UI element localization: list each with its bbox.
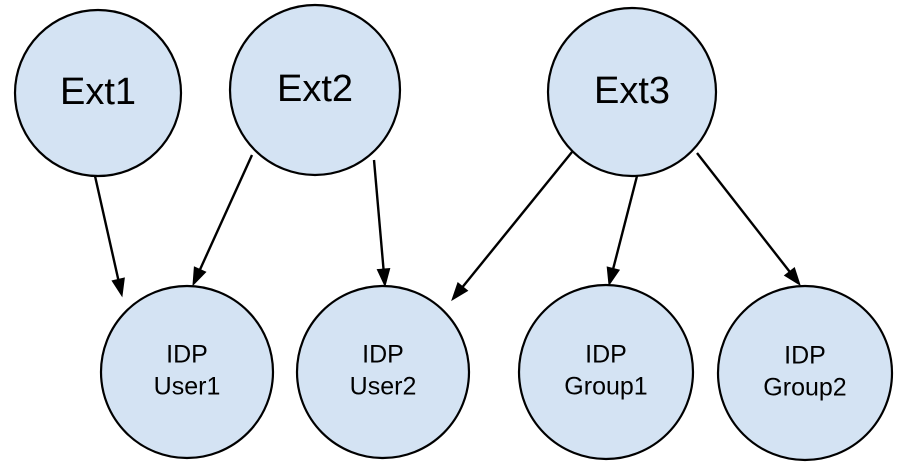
edge-ext2-to-user2 <box>372 159 391 288</box>
edge-line <box>198 154 254 272</box>
arrowhead-icon <box>451 282 469 302</box>
arrowhead-icon <box>376 267 391 288</box>
node-ext3[interactable]: Ext3 <box>546 6 718 178</box>
node-shape-circle[interactable] <box>99 284 275 460</box>
arrowhead-icon <box>192 266 207 287</box>
edges-layer <box>93 151 801 302</box>
node-ext2[interactable]: Ext2 <box>228 3 402 177</box>
edge-ext1-to-user1 <box>93 175 125 298</box>
edge-line <box>611 175 639 271</box>
edge-ext3-to-group2 <box>696 152 801 287</box>
edge-ext3-to-user2 <box>451 151 573 302</box>
edge-line <box>460 151 573 289</box>
node-shape-circle[interactable] <box>228 3 402 177</box>
node-shape-circle[interactable] <box>716 284 894 462</box>
node-shape-circle[interactable] <box>295 284 471 460</box>
edge-line <box>696 152 792 274</box>
node-ext1[interactable]: Ext1 <box>13 8 183 178</box>
edge-line <box>372 159 385 271</box>
arrowhead-icon <box>783 266 801 287</box>
arrowhead-icon <box>111 277 125 298</box>
node-shape-circle[interactable] <box>546 6 718 178</box>
arrowhead-icon <box>606 266 621 287</box>
edge-ext3-to-group1 <box>606 175 639 287</box>
edge-line <box>93 175 120 282</box>
edge-ext2-to-user1 <box>192 154 254 287</box>
node-shape-circle[interactable] <box>13 8 183 178</box>
node-shape-circle[interactable] <box>517 283 695 461</box>
